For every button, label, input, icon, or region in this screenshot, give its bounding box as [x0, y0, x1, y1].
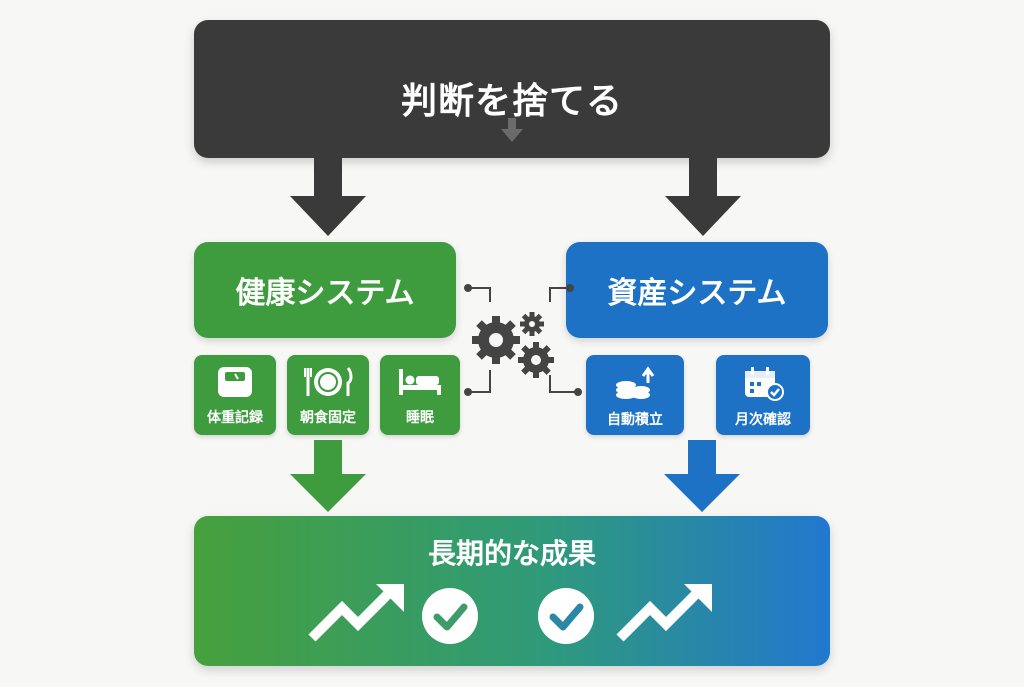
- check-circle-icon: [422, 588, 478, 644]
- result-title: 長期的な成果: [427, 537, 596, 570]
- health-system-box: 健康システム: [194, 242, 456, 338]
- top-title: 判断を捨てる: [400, 81, 623, 122]
- health-item-label: 睡眠: [406, 410, 434, 426]
- assets-system-box: 資産システム: [566, 242, 828, 338]
- health-item-label: 朝食固定: [300, 410, 356, 426]
- arrow-down-right-icon: [665, 156, 741, 236]
- arrow-down-green-icon: [290, 440, 366, 512]
- assets-item-label: 月次確認: [735, 412, 791, 428]
- top-box: 判断を捨てる: [194, 20, 830, 158]
- gear-medium-icon: [518, 342, 554, 378]
- small-down-arrow-icon: [501, 118, 523, 142]
- trend-up-icon: [616, 584, 712, 642]
- plate-cutlery-icon: [304, 367, 353, 396]
- assets-item-auto-saving: 自動積立: [586, 355, 684, 435]
- check-circle-icon: [538, 588, 594, 644]
- gears-connector: [464, 284, 582, 396]
- health-item-weight: 体重記録: [194, 355, 276, 435]
- gear-large-icon: [472, 316, 520, 364]
- assets-item-label: 自動積立: [607, 412, 663, 428]
- arrow-down-blue-icon: [664, 440, 740, 512]
- arrow-down-left-icon: [290, 156, 366, 236]
- health-system-title: 健康システム: [235, 276, 415, 311]
- bed-icon: [399, 369, 441, 395]
- gear-small-icon: [520, 312, 544, 336]
- scale-icon: [218, 367, 252, 397]
- result-box: 長期的な成果: [194, 516, 830, 666]
- trend-up-icon: [308, 584, 404, 642]
- assets-system-title: 資産システム: [607, 276, 787, 311]
- health-item-breakfast: 朝食固定: [287, 355, 369, 435]
- health-item-sleep: 睡眠: [380, 355, 460, 435]
- coins-up-icon: [616, 366, 655, 399]
- health-item-label: 体重記録: [207, 410, 263, 426]
- assets-item-monthly-check: 月次確認: [716, 355, 810, 435]
- calendar-check-icon: [745, 367, 784, 401]
